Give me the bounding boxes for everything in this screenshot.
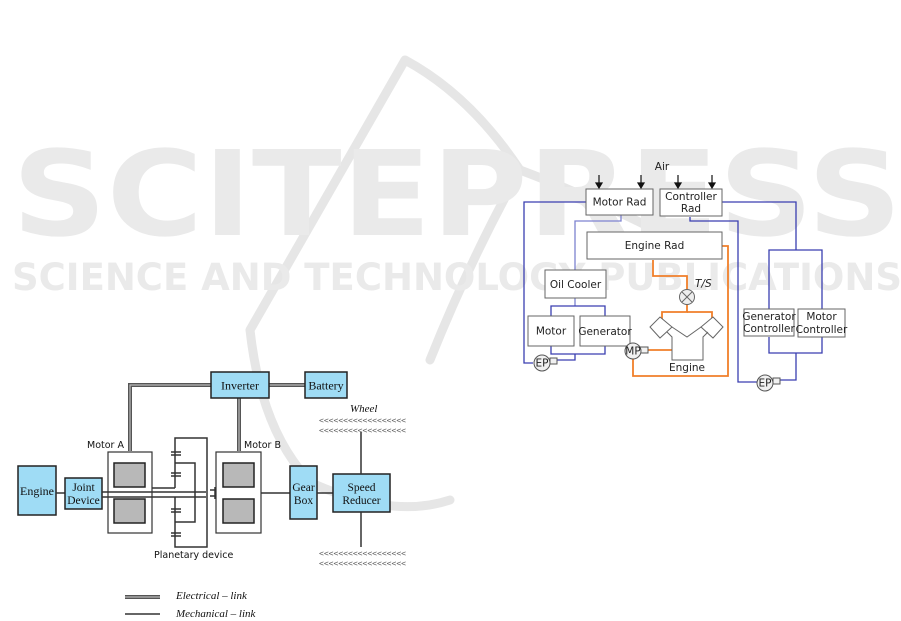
motor-box — [527, 315, 575, 347]
controller-rad-label-line1: Controller — [665, 191, 717, 203]
wheel-top: <<<<<<<<<<<<<<<<<< <<<<<<<<<<<<<<<<<< — [319, 416, 406, 435]
inverter-box — [210, 371, 270, 399]
electric-pump-right: EP — [756, 374, 781, 392]
ep-left-label: EP — [536, 358, 549, 370]
motor-rad-box — [585, 188, 654, 216]
electrical-links — [128, 383, 305, 451]
planetary-device-label: Planetary device — [154, 550, 234, 561]
gear-box — [289, 465, 318, 520]
joint-device-box — [64, 477, 103, 510]
engine-coolant-loop — [632, 245, 729, 377]
motor-controller-label-line2: Controller — [796, 324, 848, 336]
engine-rad-label: Engine Rad — [625, 240, 685, 252]
svg-text:<<<<<<<<<<<<<<<<<<: <<<<<<<<<<<<<<<<<< — [319, 426, 406, 435]
wheel-label: Wheel — [350, 403, 377, 415]
controller-rad-label-line2: Rad — [681, 203, 701, 215]
motor-controller-box — [797, 308, 846, 338]
legend-mechanical-label: Mechanical – link — [175, 608, 257, 620]
powertrain-diagram: Inverter Battery Engine Joint Device Mot… — [17, 371, 406, 620]
generator-controller-label-line2: Controller — [743, 323, 795, 335]
inverter-label: Inverter — [221, 379, 259, 393]
motor-b-label: Motor B — [244, 440, 281, 451]
legend: Electrical – link Mechanical – link — [125, 590, 257, 620]
engine-symbol: Engine — [649, 316, 724, 374]
legend-electrical-label: Electrical – link — [175, 590, 248, 602]
mechanical-pump: MP — [624, 342, 649, 360]
wheel-bottom: <<<<<<<<<<<<<<<<<< <<<<<<<<<<<<<<<<<< — [319, 549, 406, 568]
gear-box-label-line1: Gear — [292, 482, 315, 494]
engine-rad-box — [586, 231, 723, 260]
mp-label: MP — [625, 346, 640, 358]
motor-a-stator-bottom — [113, 498, 146, 524]
ep-right-label: EP — [759, 378, 772, 390]
electric-coolant-loop — [523, 201, 823, 383]
watermark-book-shape — [245, 55, 695, 512]
generator-label: Generator — [578, 326, 632, 338]
svg-text:<<<<<<<<<<<<<<<<<<: <<<<<<<<<<<<<<<<<< — [319, 549, 406, 558]
gear-box-label-line2: Box — [294, 495, 313, 507]
thermostat: T/S — [679, 278, 712, 305]
battery-box — [304, 371, 348, 399]
engine-box — [17, 465, 57, 516]
svg-text:<<<<<<<<<<<<<<<<<<: <<<<<<<<<<<<<<<<<< — [319, 416, 406, 425]
oil-cooler-box — [544, 269, 607, 299]
engine-right-label: Engine — [669, 362, 705, 374]
speed-reducer-box — [332, 473, 391, 513]
motor-b-stator-bottom — [222, 498, 255, 524]
motor-label: Motor — [536, 326, 567, 338]
joint-device-label-line1: Joint — [72, 482, 95, 494]
speed-reducer-label-line1: Speed — [347, 482, 375, 494]
planetary-ring — [174, 437, 208, 548]
generator-box — [579, 315, 631, 347]
motor-b-stator-top — [222, 462, 255, 488]
watermark: SCITEPRESS SCIENCE AND TECHNOLOGY PUBLIC… — [12, 55, 901, 512]
speed-reducer-label-line2: Reducer — [342, 495, 380, 507]
engine-label: Engine — [20, 484, 54, 498]
air-arrows — [594, 175, 717, 190]
cooling-diagram: Air — [523, 161, 848, 392]
generator-controller-label-line1: Generator — [742, 311, 796, 323]
air-label: Air — [655, 161, 670, 173]
controller-rad-box — [659, 188, 723, 217]
battery-label: Battery — [308, 379, 343, 393]
motor-a-stator-top — [113, 462, 146, 488]
motor-rad-label: Motor Rad — [593, 197, 647, 209]
thermostat-label: T/S — [695, 278, 712, 290]
motor-controller-label-line1: Motor — [806, 311, 837, 323]
watermark-title: SCITEPRESS — [12, 125, 901, 263]
motor-a-label: Motor A — [87, 440, 124, 451]
generator-controller-box — [743, 308, 795, 337]
link-inverter-motor-a — [128, 383, 211, 451]
watermark-subtitle: SCIENCE AND TECHNOLOGY PUBLICATIONS — [12, 256, 901, 299]
oil-cooler-label: Oil Cooler — [550, 279, 602, 291]
planetary-carrier — [175, 462, 196, 523]
electric-pump-left: EP — [533, 354, 558, 372]
svg-text:<<<<<<<<<<<<<<<<<<: <<<<<<<<<<<<<<<<<< — [319, 559, 406, 568]
joint-device-label-line2: Device — [67, 495, 100, 507]
